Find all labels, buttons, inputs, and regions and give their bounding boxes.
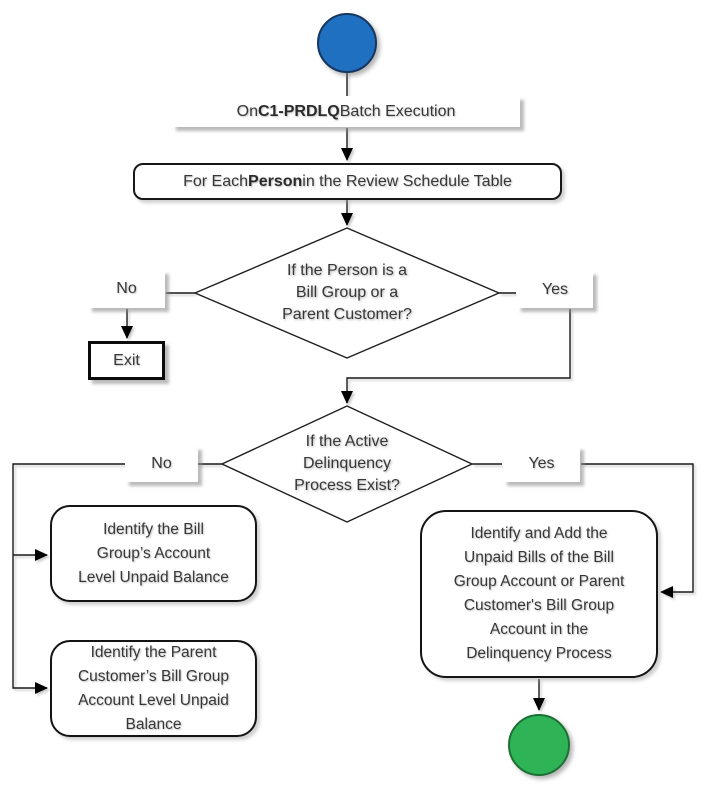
connector-lines — [12, 72, 694, 711]
decision-person-text: If the Person is a Bill Group or a Paren… — [282, 262, 412, 323]
node-batch-execution: On C1-PRDLQ Batch Execution — [172, 96, 520, 127]
connector-yes-branch — [581, 463, 694, 598]
label-yes-person: Yes — [517, 271, 593, 308]
node-for-each-person: For Each Person in the Review Schedule T… — [133, 163, 562, 200]
node-identify-add-unpaid-bills: Identify and Add the Unpaid Bills of the… — [420, 510, 658, 678]
decision-process-diamond — [220, 405, 474, 523]
label-no-person: No — [88, 270, 165, 308]
end-node — [508, 714, 570, 776]
decision-process-text: If the Active Delinquency Process Exist? — [294, 433, 400, 494]
connector-yes-to-decision2 — [341, 309, 571, 404]
decision-shapes — [193, 227, 501, 523]
connector-no-branch — [12, 463, 126, 694]
node-identify-bill-group-balance: Identify the Bill Group’s Account Level … — [50, 505, 257, 602]
foreach-text-suffix: in the Review Schedule Table — [302, 172, 512, 190]
node-identify-parent-customer-balance: Identify the Parent Customer’s Bill Grou… — [50, 640, 257, 737]
label-yes-process: Yes — [503, 446, 580, 482]
foreach-text-prefix: For Each — [183, 172, 249, 190]
label-no-process: No — [125, 446, 198, 482]
batch-text-suffix: Batch Execution — [339, 102, 456, 120]
batch-text-bold: C1-PRDLQ — [257, 102, 340, 120]
decision-person-diamond — [193, 227, 501, 359]
node-exit: Exit — [88, 341, 165, 380]
batch-text-prefix: On — [236, 102, 258, 120]
start-node — [317, 13, 377, 73]
foreach-text-bold: Person — [248, 172, 303, 190]
